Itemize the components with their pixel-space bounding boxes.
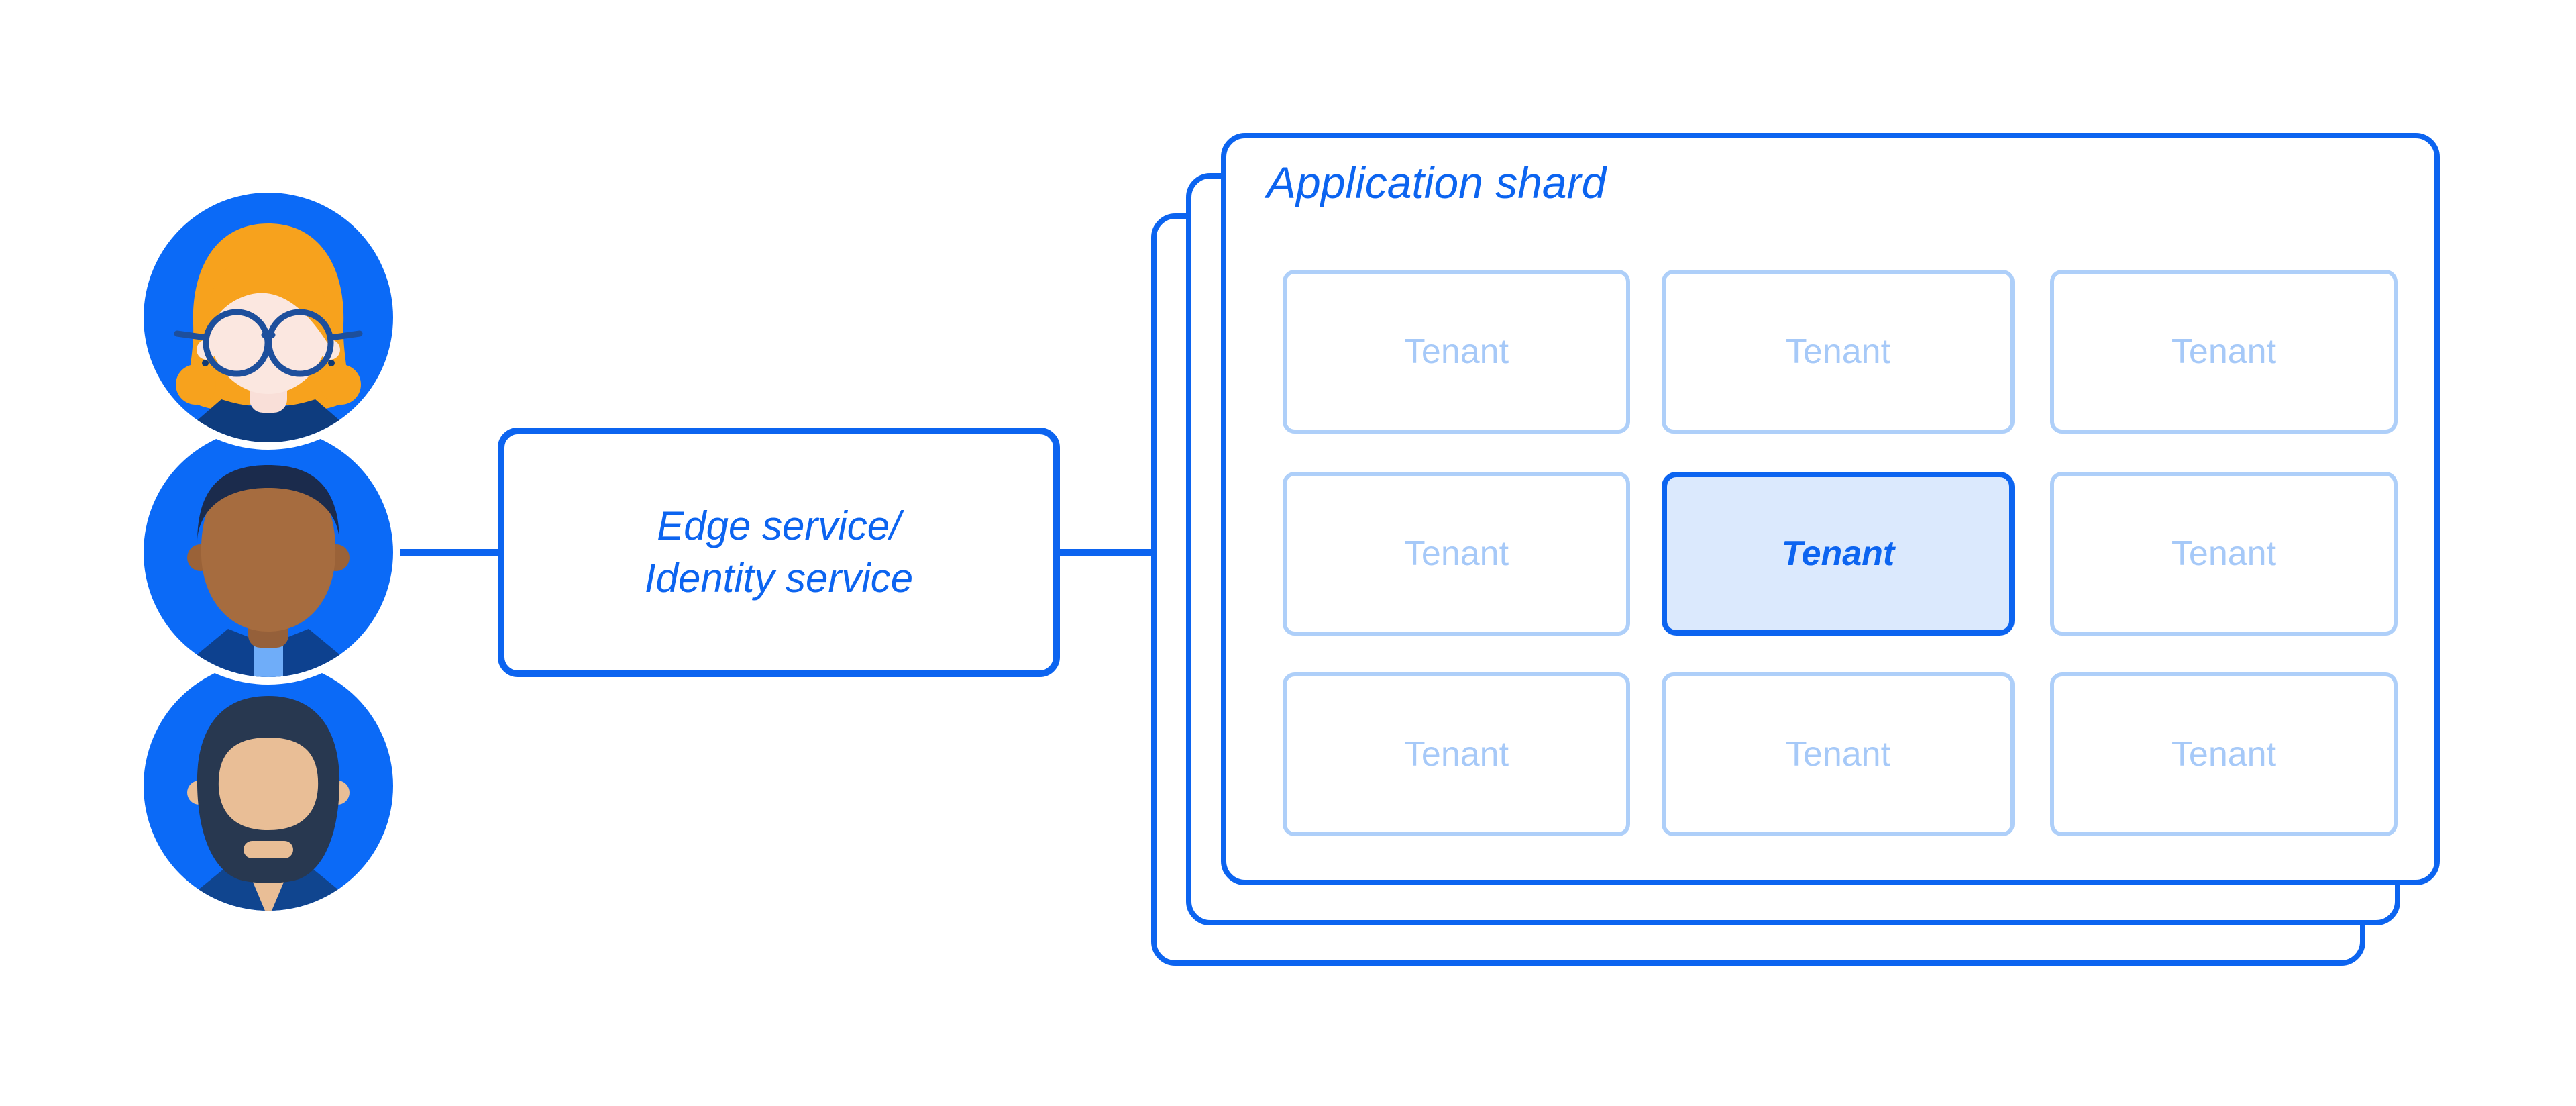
tenant-box: Tenant (2050, 270, 2398, 434)
connector-line-edge-to-shard (1059, 549, 1154, 556)
tenant-box: Tenant (1283, 472, 1630, 636)
tenant-box-highlighted: Tenant (1662, 472, 2015, 636)
edge-service-label-line1: Edge service/ (657, 503, 901, 548)
tenant-box: Tenant (1283, 270, 1630, 434)
tenant-box: Tenant (1662, 270, 2015, 434)
user-avatar-2 (134, 418, 402, 687)
connector-line-users-to-edge (388, 549, 499, 556)
avatar-man-beard-icon (136, 654, 400, 918)
user-avatar-3 (134, 652, 402, 920)
avatar-man-icon (136, 420, 400, 685)
tenant-box: Tenant (1662, 672, 2015, 836)
edge-service-label-line2: Identity service (644, 556, 914, 601)
edge-identity-service-box: Edge service/ Identity service (498, 428, 1060, 677)
user-avatar-1 (134, 183, 402, 452)
application-shard-title: Application shard (1267, 158, 1607, 207)
tenant-box: Tenant (1283, 672, 1630, 836)
tenant-box: Tenant (2050, 472, 2398, 636)
avatar-woman-glasses-icon (136, 185, 400, 450)
application-shard-card-front: Application shard Tenant Tenant Tenant T… (1221, 133, 2440, 885)
tenant-box: Tenant (2050, 672, 2398, 836)
